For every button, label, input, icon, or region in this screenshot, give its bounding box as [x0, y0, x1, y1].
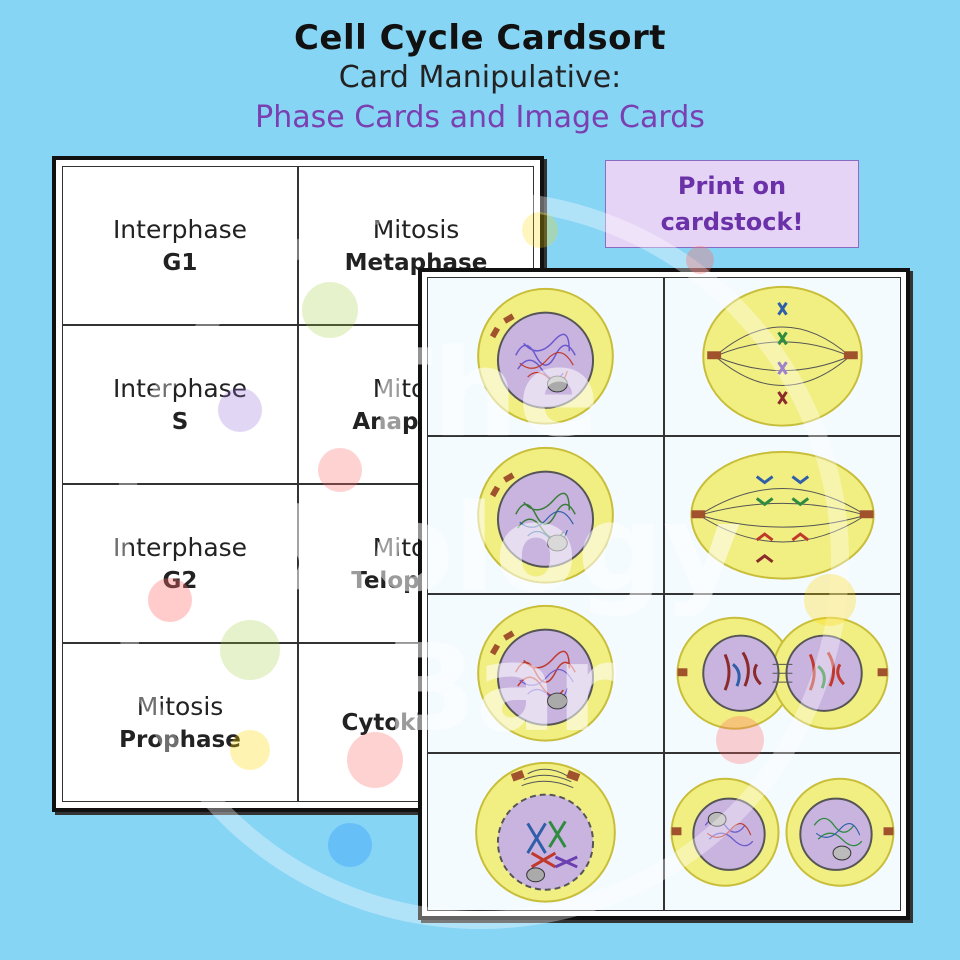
- cell-cytokinesis-icon: [670, 777, 895, 887]
- image-card-sheet: [418, 268, 910, 920]
- page-subtitle-2: Phase Cards and Image Cards: [255, 100, 705, 135]
- image-card-interphase-g1[interactable]: [427, 277, 664, 436]
- cardstock-line-2: cardstock!: [660, 208, 804, 236]
- cell-telophase-icon: [676, 616, 889, 730]
- phase-card-category: Interphase: [112, 214, 248, 244]
- phase-card[interactable]: Interphase S: [62, 325, 298, 484]
- phase-card-category: Mitosis: [372, 214, 460, 244]
- phase-card-category: Interphase: [112, 373, 248, 403]
- cell-metaphase-icon: [702, 285, 863, 427]
- image-card-metaphase[interactable]: [664, 277, 901, 436]
- phase-card-name: S: [171, 408, 189, 435]
- phase-card-category: Mitosis: [136, 691, 224, 721]
- image-card-interphase-s[interactable]: [427, 435, 664, 594]
- header: Cell Cycle Cardsort Card Manipulative: P…: [0, 18, 960, 138]
- cardstock-line-1: Print on: [677, 172, 787, 200]
- page-subtitle: Card Manipulative:: [338, 60, 622, 95]
- cell-interphase-s-icon: [477, 446, 614, 584]
- cell-interphase-icon: [477, 287, 614, 425]
- image-card-cytokinesis[interactable]: [664, 752, 901, 911]
- phase-card-name: G2: [162, 567, 198, 594]
- phase-card[interactable]: Interphase G1: [62, 166, 298, 325]
- image-card-interphase-g2[interactable]: [427, 594, 664, 753]
- cardstock-note: Print on cardstock!: [605, 160, 859, 248]
- phase-card[interactable]: Interphase G2: [62, 484, 298, 643]
- image-card-telophase[interactable]: [664, 594, 901, 753]
- page-title: Cell Cycle Cardsort: [293, 18, 667, 58]
- phase-card-category: Interphase: [112, 532, 248, 562]
- phase-card[interactable]: Mitosis Prophase: [62, 643, 298, 802]
- cell-prophase-icon: [475, 761, 616, 903]
- phase-card-name: G1: [162, 249, 198, 276]
- cell-anaphase-icon: [690, 450, 875, 580]
- image-card-anaphase[interactable]: [664, 435, 901, 594]
- image-card-prophase[interactable]: [427, 752, 664, 911]
- cell-interphase-g2-icon: [477, 604, 614, 742]
- phase-card-name: Prophase: [119, 726, 241, 753]
